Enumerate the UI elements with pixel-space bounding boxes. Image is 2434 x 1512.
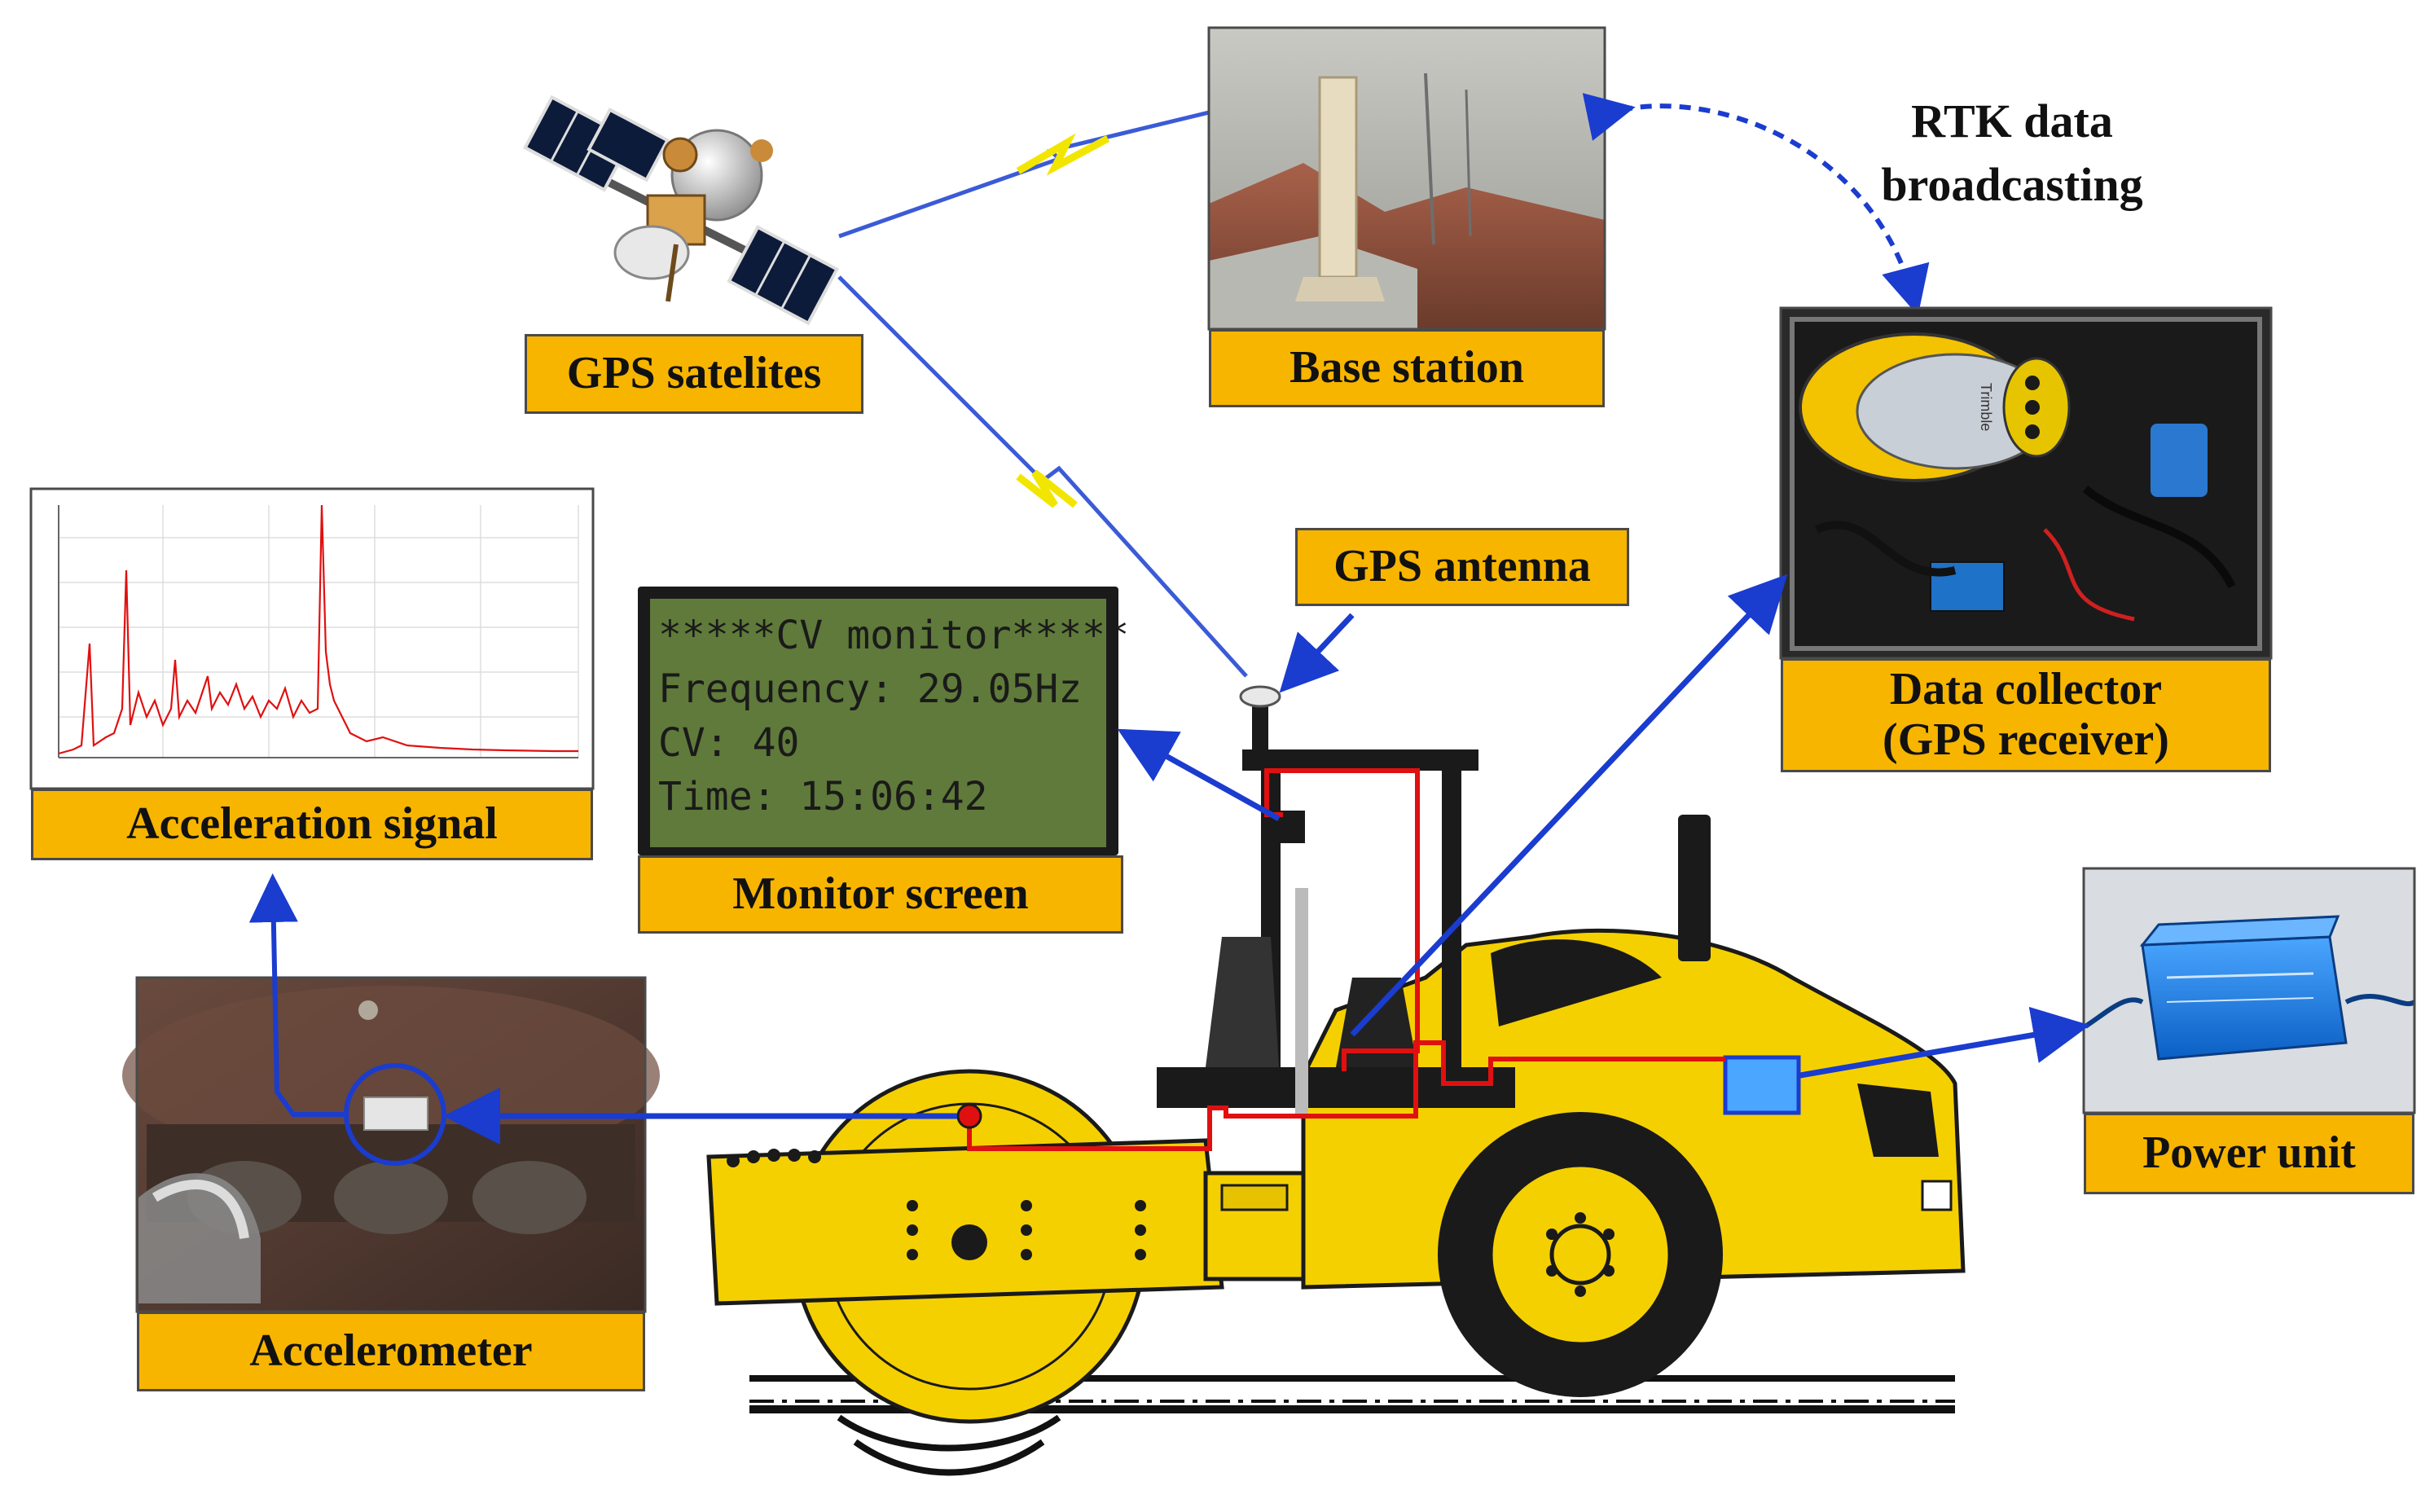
power-unit-label: Power unit bbox=[2084, 1113, 2414, 1194]
rtk-broadcast-arrow bbox=[1582, 93, 1930, 316]
gps-satellites-label: GPS satelites bbox=[525, 334, 863, 414]
lcd-cv: CV: 40 bbox=[658, 720, 800, 766]
lcd-time: Time: 15:06:42 bbox=[658, 774, 988, 820]
data-collector-label: Data collector (GPS receiver) bbox=[1781, 658, 2271, 772]
base-station-photo bbox=[1207, 26, 1606, 331]
gps-satellite-icon bbox=[522, 94, 840, 326]
base-station-label: Base station bbox=[1209, 329, 1605, 407]
signal-arrow bbox=[248, 873, 346, 1117]
accelerometer-mount-point bbox=[956, 1103, 982, 1129]
lcd-display: *****CV monitor***** Frequency: 29.05Hz … bbox=[658, 609, 1129, 846]
rtk-line-1: RTK data bbox=[1911, 94, 2113, 147]
vibratory-roller bbox=[706, 685, 1966, 1424]
rtk-line-2: broadcasting bbox=[1881, 158, 2143, 212]
power-unit-photo bbox=[2082, 867, 2416, 1114]
data-collector-line-2: (GPS receiver) bbox=[1883, 714, 2169, 765]
acceleration-signal-chart bbox=[29, 487, 595, 790]
power-arrow bbox=[1799, 1006, 2090, 1079]
lcd-title: *****CV monitor***** bbox=[658, 613, 1129, 658]
gps-antenna-label: GPS antenna bbox=[1295, 528, 1629, 606]
accelerometer-photo bbox=[122, 976, 660, 1313]
lcd-frequency: Frequency: 29.05Hz bbox=[658, 666, 1083, 712]
antenna-arrow bbox=[1279, 613, 1355, 693]
data-collector-photo bbox=[1779, 306, 2273, 660]
accelerometer-label: Accelerometer bbox=[137, 1312, 645, 1391]
monitor-screen-label: Monitor screen bbox=[638, 855, 1123, 934]
monitor-arrow bbox=[1117, 728, 1281, 822]
collector-arrow bbox=[1350, 574, 1788, 1037]
satellite-to-base-signal bbox=[838, 87, 1304, 239]
data-collector-line-1: Data collector bbox=[1889, 664, 2163, 715]
acceleration-signal-label: Acceleration signal bbox=[31, 789, 593, 860]
satellite-to-antenna-signal bbox=[837, 275, 1248, 678]
rtk-broadcasting-text: RTK data broadcasting bbox=[1825, 90, 2199, 218]
wiring-harness bbox=[967, 1040, 1725, 1151]
lcd-monitor-frame bbox=[638, 587, 1118, 855]
receiver-brand-text: Trimble bbox=[1978, 383, 1994, 432]
